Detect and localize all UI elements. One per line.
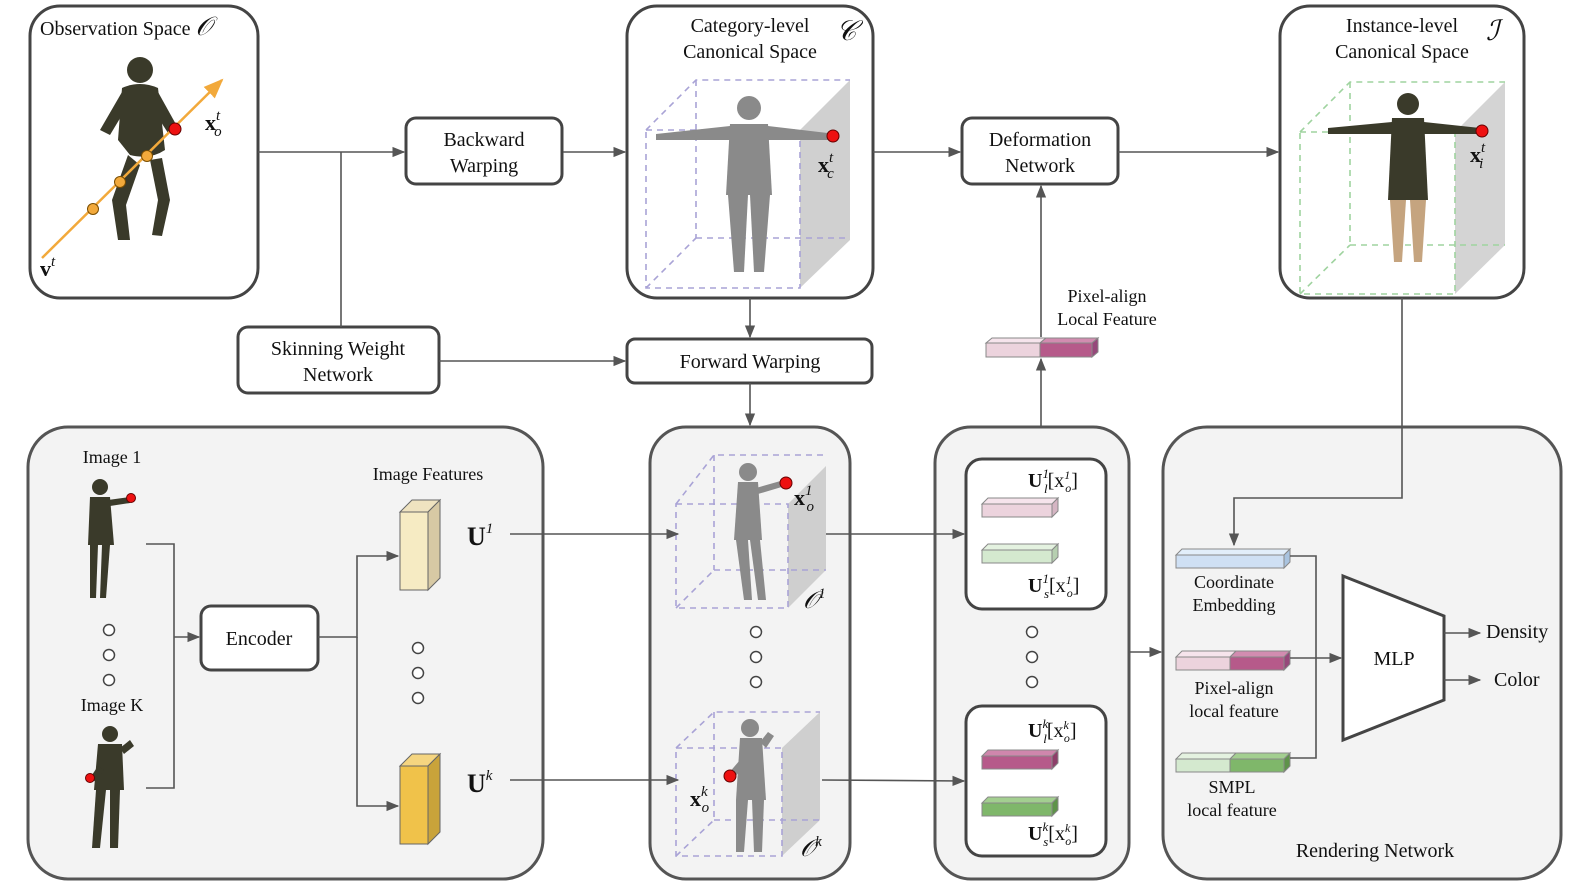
image-k-thumbnail	[85, 726, 134, 848]
camera-ray	[41, 78, 224, 259]
encoder-panel: Image 1 Image K Image Features Encoder	[26, 425, 545, 881]
ellipsis-dot	[411, 641, 425, 655]
ellipsis-dot	[102, 623, 116, 637]
ellipsis-dot	[411, 691, 425, 705]
pixel-line2: local feature	[1189, 701, 1278, 721]
image-features-label: Image Features	[373, 464, 483, 484]
sample-point	[87, 203, 99, 215]
pixel-align-feature-top: Pixel-align Local Feature	[984, 286, 1157, 359]
query-point	[168, 122, 182, 136]
forward-warping-box: Forward Warping	[625, 337, 874, 385]
feature-map-k	[398, 752, 442, 846]
smpl-feature-block	[1174, 751, 1292, 774]
coordinate-embedding-block	[1174, 547, 1292, 570]
instance-title-line1: Instance-level	[1346, 15, 1459, 37]
image-1-thumbnail	[88, 479, 136, 598]
ellipsis-dot	[102, 648, 116, 662]
skinning-line2: Network	[303, 364, 373, 386]
mlp-label: MLP	[1373, 648, 1414, 670]
category-title-line1: Category-level	[691, 15, 810, 37]
image-k-label: Image K	[81, 695, 143, 715]
query-point	[779, 476, 793, 490]
ellipsis-dot	[1025, 675, 1039, 689]
sample-point	[114, 176, 126, 188]
density-label: Density	[1486, 621, 1548, 643]
backward-warping-box: Backward Warping	[404, 116, 564, 186]
uk-label: Uk	[467, 768, 493, 798]
deformation-line1: Deformation	[989, 129, 1091, 151]
backward-warping-line1: Backward	[443, 129, 524, 151]
ellipsis-dot	[1025, 625, 1039, 639]
instance-title-line2: Canonical Space	[1335, 41, 1469, 63]
smpl-line1: SMPL	[1208, 777, 1255, 797]
forward-warping-label: Forward Warping	[680, 351, 821, 373]
smpl-line2: local feature	[1187, 800, 1276, 820]
query-point	[723, 769, 737, 783]
coord-line1: Coordinate	[1194, 572, 1274, 592]
view-k-cube	[675, 711, 820, 857]
ellipsis-dot	[749, 650, 763, 664]
skinning-line1: Skinning Weight	[271, 338, 406, 360]
encoder-box: Encoder	[199, 604, 320, 672]
encoder-label: Encoder	[226, 628, 293, 650]
rendering-network-panel: Coordinate Embedding Pixel-align local f…	[1161, 425, 1563, 881]
query-point	[1475, 124, 1489, 138]
ellipsis-dot	[411, 666, 425, 680]
image-1-label: Image 1	[83, 447, 141, 467]
connections	[146, 146, 1482, 812]
sample-point	[141, 150, 153, 162]
observation-space-title: Observation Space	[40, 18, 191, 40]
pixel-line1: Pixel-align	[1195, 678, 1274, 698]
skinning-network-box: Skinning Weight Network	[236, 325, 441, 395]
feature-map-1	[398, 498, 442, 592]
deformation-network-box: Deformation Network	[960, 116, 1120, 186]
coord-line2: Embedding	[1193, 595, 1276, 615]
backward-warping-line2: Warping	[450, 155, 518, 177]
category-title-line2: Canonical Space	[683, 41, 817, 63]
smpl-tpose-figure	[656, 96, 836, 272]
ellipsis-dot	[1025, 650, 1039, 664]
deformation-line2: Network	[1005, 155, 1075, 177]
pixel-align-block	[1174, 649, 1292, 672]
mlp-block: MLP	[1341, 573, 1446, 743]
ellipsis-dot	[749, 675, 763, 689]
ellipsis-dot	[749, 625, 763, 639]
pixel-align-line2: Local Feature	[1057, 309, 1156, 329]
view-1-cube	[675, 454, 826, 609]
ray-v-label: vt	[40, 254, 56, 281]
pixel-align-line1: Pixel-align	[1068, 286, 1147, 306]
color-label: Color	[1494, 669, 1540, 691]
u1-label: U1	[467, 521, 493, 551]
ellipsis-dot	[102, 673, 116, 687]
runner-figure	[100, 57, 178, 240]
rendering-network-title: Rendering Network	[1296, 840, 1454, 862]
instance-person-figure	[1328, 93, 1480, 262]
query-point	[826, 129, 840, 143]
